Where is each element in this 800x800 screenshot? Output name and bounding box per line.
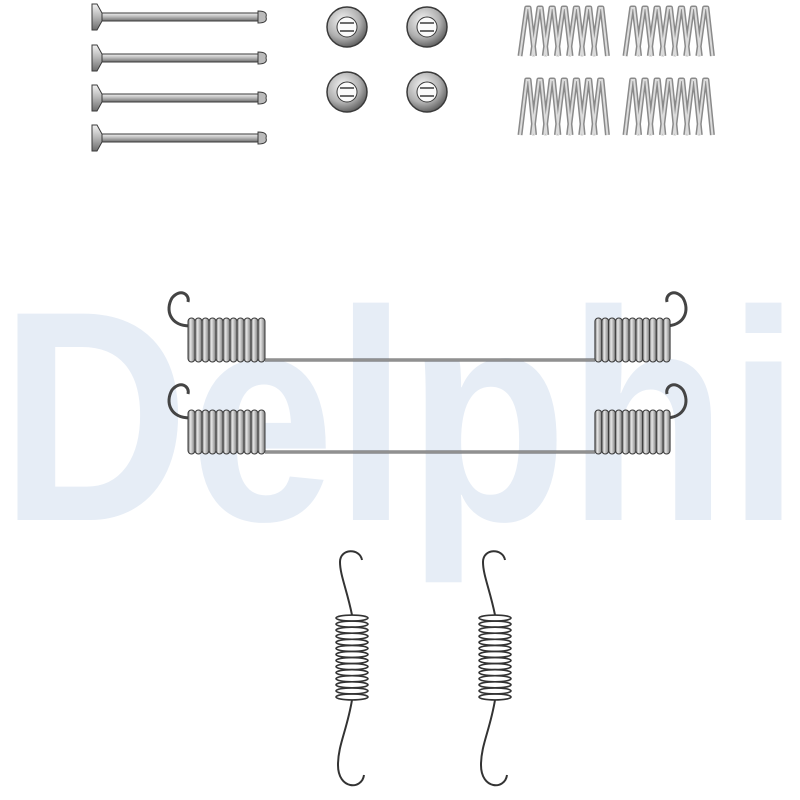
return-spring-horizontal (167, 383, 688, 455)
return-spring-vertical (478, 550, 512, 787)
compression-spring (622, 77, 715, 136)
return-spring-horizontal (167, 291, 688, 363)
pin (91, 84, 267, 112)
pin (91, 44, 267, 72)
retainer-clip (326, 71, 368, 113)
retainer-clip (326, 6, 368, 48)
compression-spring (622, 5, 715, 57)
retainer-clip (406, 6, 448, 48)
pin (91, 124, 267, 152)
retainer-clip (406, 71, 448, 113)
compression-spring (517, 5, 610, 57)
compression-spring (517, 77, 610, 136)
delphi-watermark: Delphi (0, 248, 800, 586)
return-spring-vertical (335, 550, 369, 787)
pin (91, 3, 267, 31)
